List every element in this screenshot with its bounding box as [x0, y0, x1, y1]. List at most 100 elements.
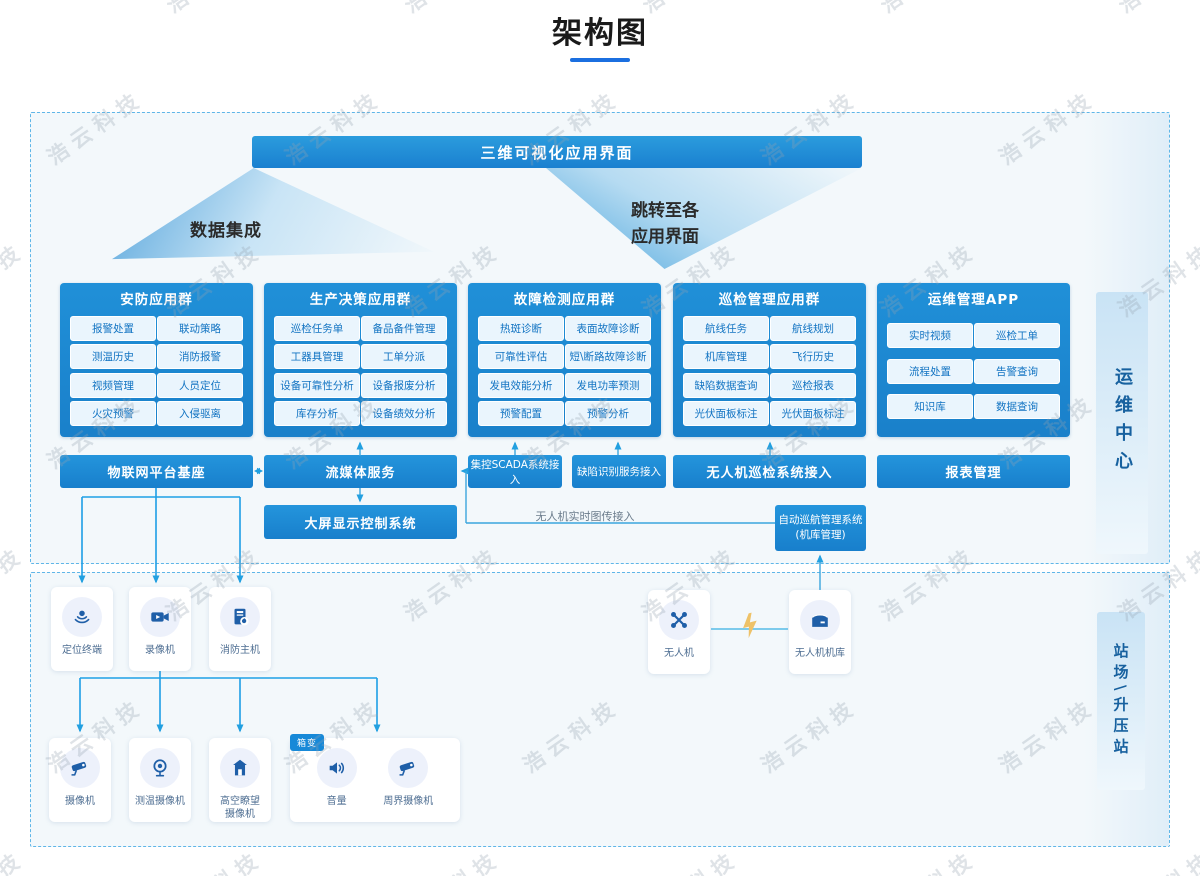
system-box-report-management: 报表管理: [877, 455, 1070, 488]
app-item: 表面故障诊断: [565, 316, 651, 342]
device-label: 高空瞭望 摄像机: [220, 796, 260, 820]
jump-label: 跳转至各 应用界面: [631, 201, 699, 247]
system-box-scada-access: 集控SCADA系统接入: [468, 455, 562, 488]
app-item: 测温历史: [70, 344, 156, 370]
video-recorder-icon: [140, 597, 180, 637]
app-panel-3: 故障检测应用群热斑诊断表面故障诊断可靠性评估短\断路故障诊断发电效能分析发电功率…: [468, 283, 661, 437]
watermark: 浩云科技: [398, 843, 507, 876]
device-label: 音量: [326, 796, 347, 807]
app-item: 入侵驱离: [157, 400, 243, 426]
app-item: 知识库: [887, 393, 973, 419]
app-item: 可靠性评估: [478, 344, 564, 370]
system-box-defect-recognition: 缺陷识别服务接入: [572, 455, 666, 488]
title-underline: [570, 58, 630, 62]
app-item: 人员定位: [157, 372, 243, 398]
device-label: 测温摄像机: [135, 796, 185, 807]
app-item: 设备可靠性分析: [274, 372, 360, 398]
app-item: 联动策略: [157, 316, 243, 342]
app-item: 备品备件管理: [361, 316, 447, 342]
app-panel-row: 设备可靠性分析设备报废分析: [274, 372, 447, 398]
device-card: 无人机: [648, 590, 710, 674]
device-label: 定位终端: [62, 645, 102, 656]
app-panel-row: 流程处置告警查询: [887, 358, 1060, 384]
app-item: 缺陷数据查询: [683, 372, 769, 398]
device-label: 无人机机库: [795, 648, 845, 659]
banner-3d-visual-ui: 三维可视化应用界面: [252, 136, 862, 168]
app-panel-title: 安防应用群: [120, 292, 193, 308]
station-region: [30, 572, 1170, 847]
locator-icon: [62, 597, 102, 637]
station-label: 站场\升压站: [1111, 642, 1130, 760]
app-item: 预警配置: [478, 400, 564, 426]
app-item: 实时视频: [887, 323, 973, 349]
watermark: 浩云科技: [0, 843, 30, 876]
camera-icon: [60, 748, 100, 788]
station-label-strip: 站场\升压站: [1097, 612, 1145, 790]
app-item: 发电效能分析: [478, 372, 564, 398]
app-item: 航线任务: [683, 316, 769, 342]
device-label: 消防主机: [220, 645, 260, 656]
system-box-auto-cruise: 自动巡航管理系统 (机库管理): [775, 505, 866, 551]
app-item: 流程处置: [887, 358, 973, 384]
app-panel-title: 生产决策应用群: [309, 292, 412, 308]
ops-center-label: 运维中心: [1112, 367, 1133, 479]
device-card: 无人机机库: [789, 590, 851, 674]
app-item: 飞行历史: [770, 344, 856, 370]
app-panel-rows: 巡检任务单备品备件管理工器具管理工单分派设备可靠性分析设备报废分析库存分析设备绩…: [264, 313, 457, 437]
box-transformer-card: 箱变音量 周界摄像机: [290, 734, 460, 822]
data-integration-label: 数据集成: [190, 221, 262, 241]
fire-host-icon: [220, 597, 260, 637]
app-panel-row: 实时视频巡检工单: [887, 323, 1060, 349]
box-transformer-tag: 箱变: [290, 734, 325, 751]
watermark: 浩云科技: [874, 843, 983, 876]
app-item: 消防报警: [157, 344, 243, 370]
app-item: 机库管理: [683, 344, 769, 370]
app-item: 设备报废分析: [361, 372, 447, 398]
app-panel-rows: 热斑诊断表面故障诊断可靠性评估短\断路故障诊断发电效能分析发电功率预测预警配置预…: [468, 313, 661, 437]
watchtower-icon: [220, 748, 260, 788]
app-panel-row: 工器具管理工单分派: [274, 344, 447, 370]
app-item: 库存分析: [274, 400, 360, 426]
app-panel-rows: 航线任务航线规划机库管理飞行历史缺陷数据查询巡检报表光伏面板标注光伏面板标注: [673, 313, 866, 437]
device-card: 高空瞭望 摄像机: [209, 738, 271, 822]
app-panel-title: 故障检测应用群: [513, 292, 616, 308]
device-card: 测温摄像机: [129, 738, 191, 822]
app-item: 工器具管理: [274, 344, 360, 370]
page-title: 架构图: [552, 16, 648, 51]
speaker-icon: [316, 748, 357, 788]
perimeter-camera-icon: [388, 748, 429, 788]
app-panel-row: 光伏面板标注光伏面板标注: [683, 400, 856, 426]
drone-feed-label: 无人机实时图传接入: [535, 510, 635, 523]
app-panel-row: 发电效能分析发电功率预测: [478, 372, 651, 398]
app-panel-row: 测温历史消防报警: [70, 344, 243, 370]
app-panel-2: 生产决策应用群巡检任务单备品备件管理工器具管理工单分派设备可靠性分析设备报废分析…: [264, 283, 457, 437]
device-mini: 周界摄像机: [383, 748, 433, 808]
device-card: 录像机: [129, 587, 191, 671]
watermark: 浩云科技: [1112, 843, 1200, 876]
app-panel-rows: 实时视频巡检工单流程处置告警查询知识库数据查询: [877, 313, 1070, 437]
app-panel-row: 预警配置预警分析: [478, 400, 651, 426]
device-card: 消防主机: [209, 587, 271, 671]
app-item: 火灾预警: [70, 400, 156, 426]
app-panel-1: 安防应用群报警处置联动策略测温历史消防报警视频管理人员定位火灾预警入侵驱离: [60, 283, 253, 437]
ops-center-label-strip: 运维中心: [1096, 292, 1148, 554]
app-panel-row: 库存分析设备绩效分析: [274, 400, 447, 426]
app-item: 设备绩效分析: [361, 400, 447, 426]
app-panel-row: 航线任务航线规划: [683, 316, 856, 342]
device-mini: 音量: [316, 748, 357, 808]
watermark: 浩云科技: [160, 843, 269, 876]
app-panel-row: 缺陷数据查询巡检报表: [683, 372, 856, 398]
system-box-iot-base: 物联网平台基座: [60, 455, 253, 488]
app-item: 光伏面板标注: [770, 400, 856, 426]
system-box-big-screen-control: 大屏显示控制系统: [264, 505, 457, 539]
watermark: 浩云科技: [0, 237, 30, 322]
app-panel-row: 可靠性评估短\断路故障诊断: [478, 344, 651, 370]
device-card: 摄像机: [49, 738, 111, 822]
app-item: 热斑诊断: [478, 316, 564, 342]
app-item: 告警查询: [974, 358, 1060, 384]
app-panel-row: 报警处置联动策略: [70, 316, 243, 342]
app-item: 数据查询: [974, 393, 1060, 419]
app-panel-4: 巡检管理应用群航线任务航线规划机库管理飞行历史缺陷数据查询巡检报表光伏面板标注光…: [673, 283, 866, 437]
